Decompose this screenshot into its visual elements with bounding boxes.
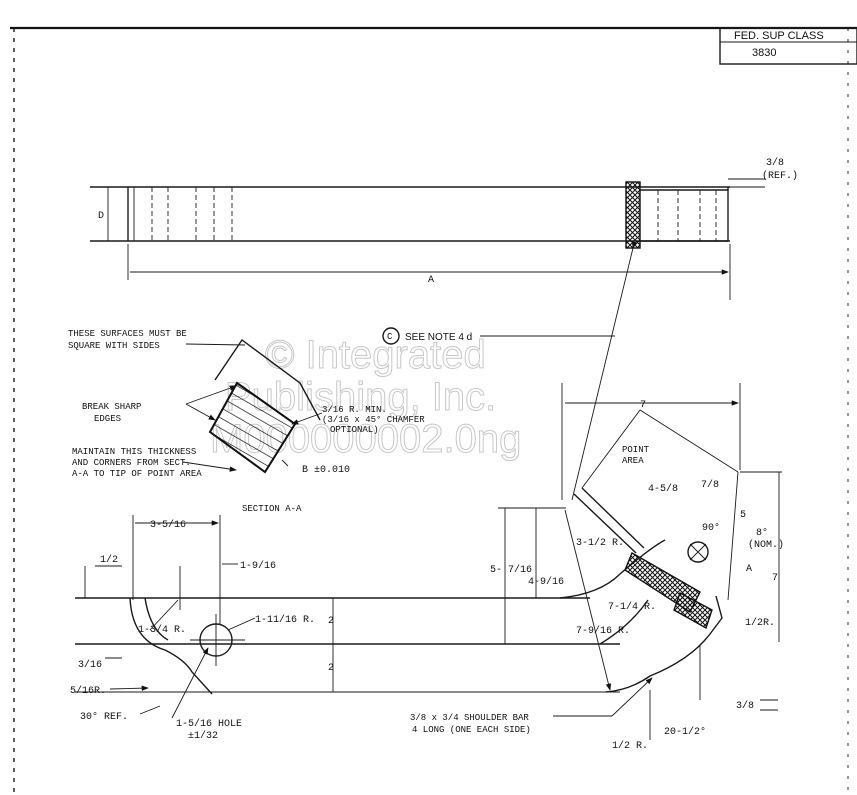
svg-text:AND CORNERS FROM SECT.: AND CORNERS FROM SECT.	[72, 458, 191, 468]
svg-text:MAINTAIN THIS THICKNESS: MAINTAIN THIS THICKNESS	[72, 447, 196, 457]
title-block-header: FED. SUP CLASS	[734, 30, 824, 42]
point-section: 7 POINT AREA 4-5/8 7/8 5 90° 8° (NOM.) A…	[410, 383, 784, 752]
svg-text:B ±0.010: B ±0.010	[302, 465, 350, 476]
svg-text:1-5/16 HOLE: 1-5/16 HOLE	[176, 718, 242, 730]
dim-ref: 3/8	[766, 157, 784, 169]
svg-text:4 LONG (ONE EACH SIDE): 4 LONG (ONE EACH SIDE)	[412, 725, 531, 735]
svg-text:1-9/16: 1-9/16	[240, 560, 276, 572]
svg-text:7-1/4 R.: 7-1/4 R.	[608, 601, 656, 613]
svg-text:7/8: 7/8	[701, 479, 719, 491]
title-block: FED. SUP CLASS 3830	[719, 27, 857, 65]
svg-text:BREAK SHARP: BREAK SHARP	[82, 402, 141, 412]
svg-text:1/2R.: 1/2R.	[745, 617, 775, 629]
svg-text:4-5/8: 4-5/8	[648, 483, 678, 495]
dim-ref2: (REF.)	[762, 170, 798, 182]
point-insert-hatch	[625, 181, 641, 249]
svg-text:POINT: POINT	[622, 445, 650, 455]
section-a-a: THESE SURFACES MUST BE SQUARE WITH SIDES…	[68, 327, 615, 514]
svg-text:(3/16 x 45° CHAMFER: (3/16 x 45° CHAMFER	[322, 415, 425, 425]
svg-text:8°: 8°	[756, 527, 768, 539]
svg-text:1/2 R.: 1/2 R.	[612, 740, 648, 752]
svg-text:5: 5	[740, 510, 746, 521]
svg-text:C: C	[387, 332, 393, 342]
svg-text:OPTIONAL): OPTIONAL)	[330, 425, 379, 435]
svg-text:90°: 90°	[702, 522, 720, 534]
svg-text:3/8: 3/8	[736, 700, 754, 712]
svg-text:30° REF.: 30° REF.	[80, 711, 128, 723]
svg-text:EDGES: EDGES	[94, 414, 121, 424]
dim-a-label: A	[428, 275, 434, 286]
dim-d-label: D	[98, 211, 104, 222]
svg-text:AREA: AREA	[622, 456, 644, 466]
svg-text:5/16R.: 5/16R.	[70, 685, 106, 697]
svg-text:A-A TO TIP OF POINT AREA: A-A TO TIP OF POINT AREA	[72, 469, 202, 479]
svg-text:2: 2	[328, 616, 334, 627]
sheet-border	[10, 26, 857, 795]
svg-text:3/16 R. MIN.: 3/16 R. MIN.	[322, 405, 387, 415]
svg-text:1-3/4 R.: 1-3/4 R.	[138, 624, 186, 636]
svg-text:7: 7	[640, 400, 646, 411]
svg-text:20-1/2°: 20-1/2°	[664, 726, 706, 738]
svg-text:© Integrated: © Integrated	[265, 333, 486, 377]
svg-text:5- 7/16: 5- 7/16	[490, 564, 532, 576]
top-view-bar: D A 3/8 (REF.)	[90, 157, 798, 501]
svg-text:±1/32: ±1/32	[188, 730, 218, 742]
svg-text:1/2: 1/2	[100, 554, 118, 566]
svg-text:3/8 x 3/4 SHOULDER BAR: 3/8 x 3/4 SHOULDER BAR	[410, 713, 529, 723]
svg-text:SQUARE WITH SIDES: SQUARE WITH SIDES	[68, 341, 160, 351]
svg-text:3-5/16: 3-5/16	[150, 519, 186, 531]
svg-text:3/16: 3/16	[78, 659, 102, 671]
svg-text:A: A	[746, 564, 752, 575]
svg-text:2: 2	[328, 663, 334, 674]
svg-text:THESE SURFACES MUST BE: THESE SURFACES MUST BE	[68, 329, 187, 339]
svg-text:7: 7	[772, 573, 778, 584]
svg-text:3-1/2 R.: 3-1/2 R.	[576, 537, 624, 549]
svg-text:1-11/16 R.: 1-11/16 R.	[255, 614, 315, 626]
svg-text:(NOM.): (NOM.)	[748, 539, 784, 551]
hook-elevation: 3-5/16 1/2 1-9/16 1-3/4 R. 1-11/16 R. 2 …	[70, 515, 620, 742]
svg-text:7-9/16 R.: 7-9/16 R.	[576, 625, 630, 637]
title-block-value: 3830	[752, 47, 776, 59]
svg-text:SEE NOTE 4 d: SEE NOTE 4 d	[405, 332, 472, 343]
svg-text:4-9/16: 4-9/16	[528, 576, 564, 588]
svg-text:SECTION A-A: SECTION A-A	[242, 504, 302, 514]
